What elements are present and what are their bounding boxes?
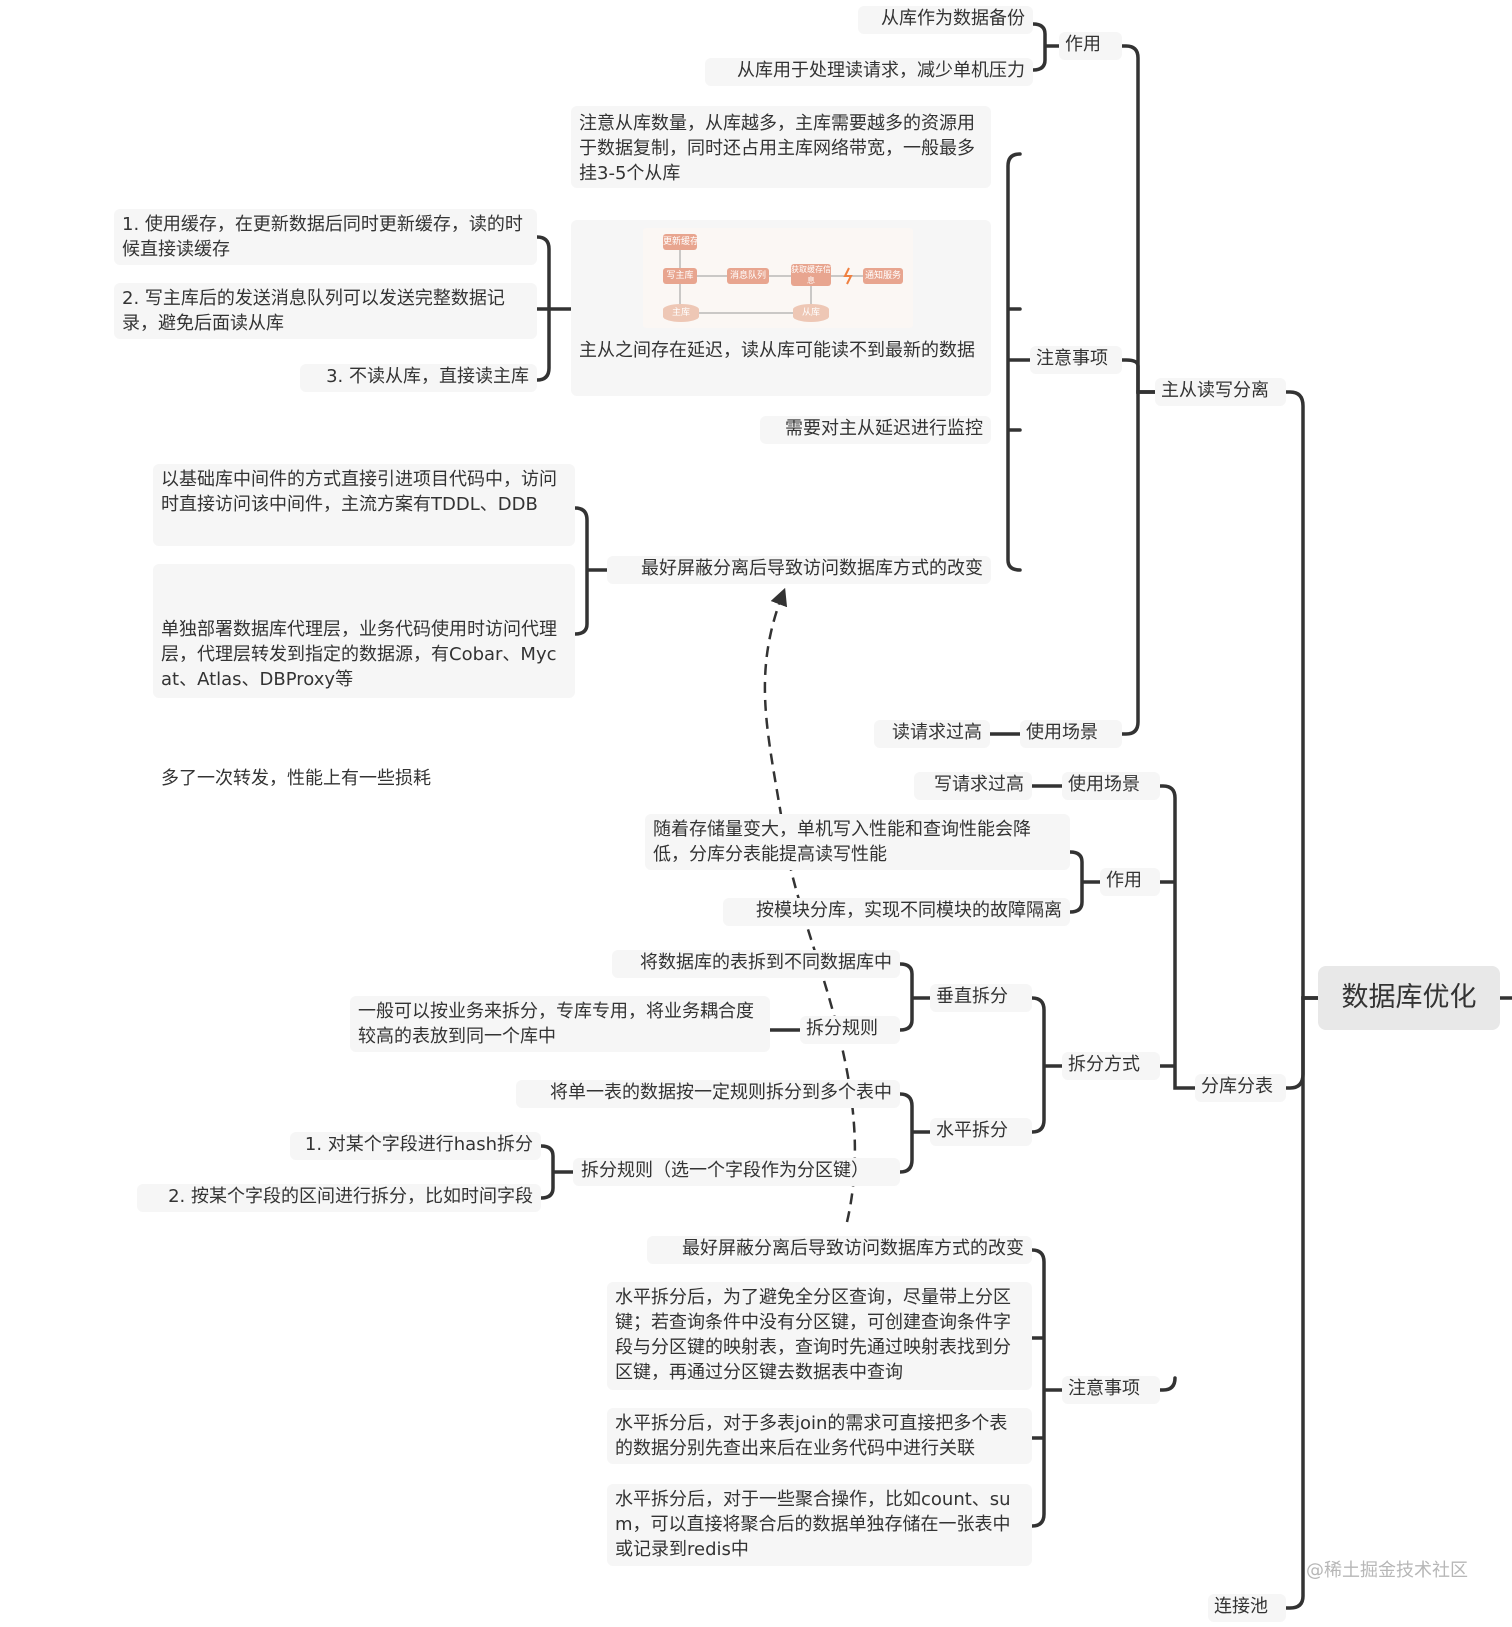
connector-shield-ways [573,506,609,636]
connector-vertical-children [898,962,932,1032]
shard-vertical-title[interactable]: 垂直拆分 [930,984,1032,1012]
shard-effect-item-perf[interactable]: 随着存储量变大，单机写入性能和查询性能会降低，分库分表能提高读写性能 [645,814,1070,870]
connector-split-children [1030,996,1064,1134]
rw-effect-item-backup[interactable]: 从库作为数据备份 [858,6,1033,34]
shard-horizontal-rule-label[interactable]: 拆分规则（选一个字段作为分区键） [573,1158,900,1186]
flow-box-notify: 通知服务 [863,268,903,284]
shard-horizontal-rule-range[interactable]: 2. 按某个字段的区间进行拆分，比如时间字段 [137,1184,541,1212]
shard-horizontal-rule-hash[interactable]: 1. 对某个字段进行hash拆分 [290,1132,541,1160]
rw-shield-way-proxy[interactable]: 单独部署数据库代理层，业务代码使用时访问代理层，代理层转发到指定的数据源，有Co… [153,564,575,789]
rw-note-shield[interactable]: 最好屏蔽分离后导致访问数据库方式的改变 [607,556,991,584]
rw-note-delay[interactable]: 更新缓存 写主库 消息队列 获取缓存信息 通知服务 主库 从库 主从之间存在延迟… [571,220,991,396]
flow-box-write-master: 写主库 [663,268,697,284]
connector-rw-usage [1120,390,1157,736]
topic-sharding[interactable]: 分库分表 [1195,1074,1286,1102]
rw-shield-way-middleware[interactable]: 以基础库中间件的方式直接引进项目代码中，访问时直接访问该中间件，主流方案有TDD… [153,464,575,546]
connector-root-rw [1284,390,1320,1000]
flow-disk-slave: 从库 [793,304,829,322]
shard-note-aggregate[interactable]: 水平拆分后，对于一些聚合操作，比如count、sum，可以直接将聚合后的数据单独… [607,1484,1032,1566]
rw-notes-title[interactable]: 注意事项 [1030,346,1122,374]
shard-note-partition-key[interactable]: 水平拆分后，为了避免全分区查询，尽量带上分区键；若查询条件中没有分区键，可创建查… [607,1282,1032,1390]
rw-delay-solution-mq[interactable]: 2. 写主库后的发送消息队列可以发送完整数据记录，避免后面读从库 [114,283,537,339]
shard-usage-title[interactable]: 使用场景 [1062,772,1160,800]
topic-connection-pool[interactable]: 连接池 [1208,1594,1286,1622]
shard-effect-item-isolation[interactable]: 按模块分库，实现不同模块的故障隔离 [723,898,1070,926]
flow-disk-master: 主库 [663,304,699,322]
topic-read-write-separation[interactable]: 主从读写分离 [1155,378,1286,406]
flow-box-update-cache: 更新缓存 [663,234,697,250]
rw-note-delay-text: 主从之间存在延迟，读从库可能读不到最新的数据 [579,340,975,361]
rw-note-slave-count[interactable]: 注意从库数量，从库越多，主库需要越多的资源用于数据复制，同时还占用主库网络带宽，… [571,106,991,188]
connector-rw-effect [1120,44,1157,394]
shard-horizontal-title[interactable]: 水平拆分 [930,1118,1032,1146]
connector-shard-effect-items [1068,850,1102,914]
rw-delay-solution-cache[interactable]: 1. 使用缓存，在更新数据后同时更新缓存，读的时候直接读缓存 [114,209,537,265]
shard-vertical-rule[interactable]: 一般可以按业务来拆分，专库专用，将业务耦合度较高的表放到同一个库中 [350,996,770,1052]
shard-horizontal-desc[interactable]: 将单一表的数据按一定规则拆分到多个表中 [516,1080,900,1108]
connector-hash-rules [539,1144,575,1200]
shard-note-join[interactable]: 水平拆分后，对于多表join的需求可直接把多个表的数据分别先查出来后在业务代码中… [607,1408,1032,1464]
shard-note-shield[interactable]: 最好屏蔽分离后导致访问数据库方式的改变 [647,1236,1032,1264]
rw-delay-solution-master[interactable]: 3. 不读从库，直接读主库 [300,364,537,392]
flow-box-mq: 消息队列 [727,268,769,284]
rw-effect-item-read[interactable]: 从库用于处理读请求，减少单机压力 [705,58,1033,86]
connector-rw-notes [1120,358,1157,394]
rw-note-monitor[interactable]: 需要对主从延迟进行监控 [760,416,991,444]
shard-notes-title[interactable]: 注意事项 [1062,1376,1160,1404]
watermark: @稀土掘金技术社区 [1306,1560,1468,1581]
connector-shard-notes-items [1030,1248,1064,1528]
connector-delay-solutions [535,235,573,382]
root-node[interactable]: 数据库优化 [1318,966,1500,1030]
rw-shield-way-proxy-cost: 多了一次转发，性能上有一些损耗 [161,768,431,789]
rw-usage-value[interactable]: 读请求过高 [874,720,990,748]
flow-diagram-image: 更新缓存 写主库 消息队列 获取缓存信息 通知服务 主库 从库 [643,228,913,328]
shard-vertical-rule-label[interactable]: 拆分规则 [800,1016,900,1044]
connector-rw-effect-items [1031,22,1061,72]
rw-effect-title[interactable]: 作用 [1059,32,1122,60]
shard-split-title[interactable]: 拆分方式 [1062,1052,1160,1080]
shard-effect-title[interactable]: 作用 [1100,868,1160,896]
rw-shield-way-proxy-text: 单独部署数据库代理层，业务代码使用时访问代理层，代理层转发到指定的数据源，有Co… [161,619,557,690]
shard-usage-value[interactable]: 写请求过高 [914,772,1032,800]
connector-notes-children [1006,152,1032,572]
shard-vertical-desc[interactable]: 将数据库的表拆到不同数据库中 [612,950,900,978]
flow-box-get-cache: 获取缓存信息 [791,264,831,286]
rw-usage-title[interactable]: 使用场景 [1020,720,1122,748]
connector-shard-children [1158,784,1197,1392]
connector-horizontal-children [898,1092,932,1174]
connector-root-pool [1284,996,1320,1610]
flow-diagram-arrows [679,250,863,314]
